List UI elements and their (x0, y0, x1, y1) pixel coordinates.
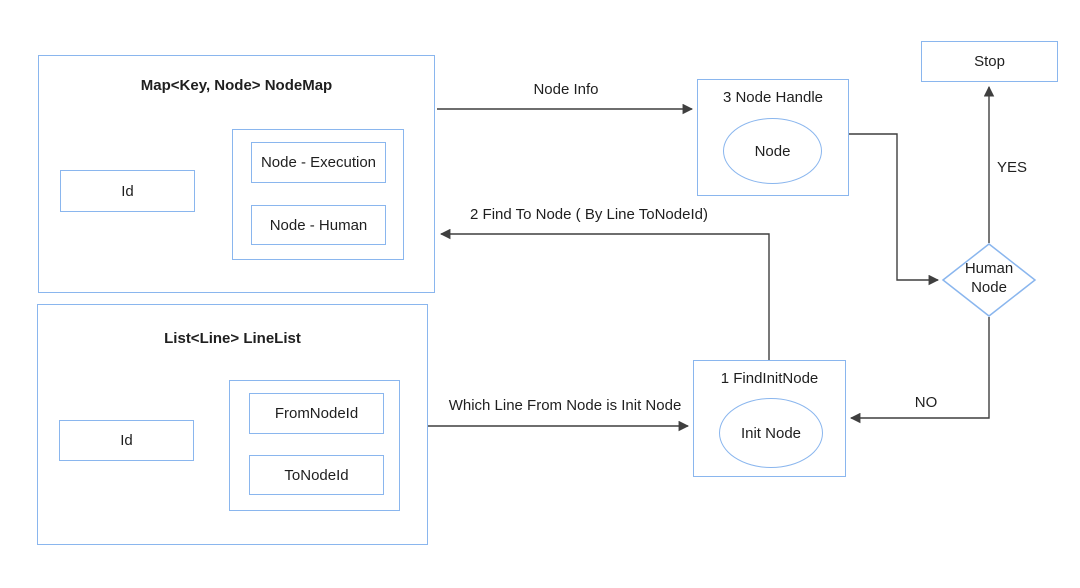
linelist-title: List<Line> LineList (164, 330, 301, 347)
linelist-values-group: FromNodeId ToNodeId (229, 380, 400, 511)
edge-find-to-node (439, 228, 770, 360)
edge-label-no: NO (914, 394, 938, 411)
nodemap-title: Map<Key, Node> NodeMap (140, 77, 333, 94)
node-human-field: Node - Human (251, 205, 386, 245)
nodemap-values-group: Node - Execution Node - Human (232, 129, 404, 260)
init-node-ellipse: Init Node (719, 398, 823, 468)
stop-box: Stop (921, 41, 1058, 82)
find-init-node-title: 1 FindInitNode (720, 370, 819, 387)
human-node-label-line2: Node (971, 279, 1007, 296)
human-node-label-line1: Human (964, 260, 1014, 277)
human-node-label: Human Node (949, 259, 1029, 297)
linelist-id-field: Id (59, 420, 194, 461)
human-node-diamond (941, 243, 1037, 317)
edge-handle-to-decision (849, 133, 940, 286)
edge-label-which-line: Which Line From Node is Init Node (448, 397, 682, 414)
node-execution-field: Node - Execution (251, 142, 386, 183)
edge-decision-no-to-findinit (849, 317, 990, 424)
node-handle-title: 3 Node Handle (722, 89, 824, 106)
edge-label-yes: YES (996, 159, 1027, 176)
fromnodeid-field: FromNodeId (249, 393, 384, 434)
linelist-box: List<Line> LineList Id FromNodeId ToNode… (37, 304, 428, 545)
edge-label-node-info: Node Info (533, 81, 599, 98)
tonodeid-field: ToNodeId (249, 455, 384, 495)
nodemap-box: Map<Key, Node> NodeMap Id Node - Executi… (38, 55, 435, 293)
node-handle-box: 3 Node Handle Node (697, 79, 849, 196)
node-ellipse: Node (723, 118, 822, 184)
nodemap-id-field: Id (60, 170, 195, 212)
edge-label-find-to-node: 2 Find To Node ( By Line ToNodeId) (470, 206, 708, 223)
find-init-node-box: 1 FindInitNode Init Node (693, 360, 846, 477)
